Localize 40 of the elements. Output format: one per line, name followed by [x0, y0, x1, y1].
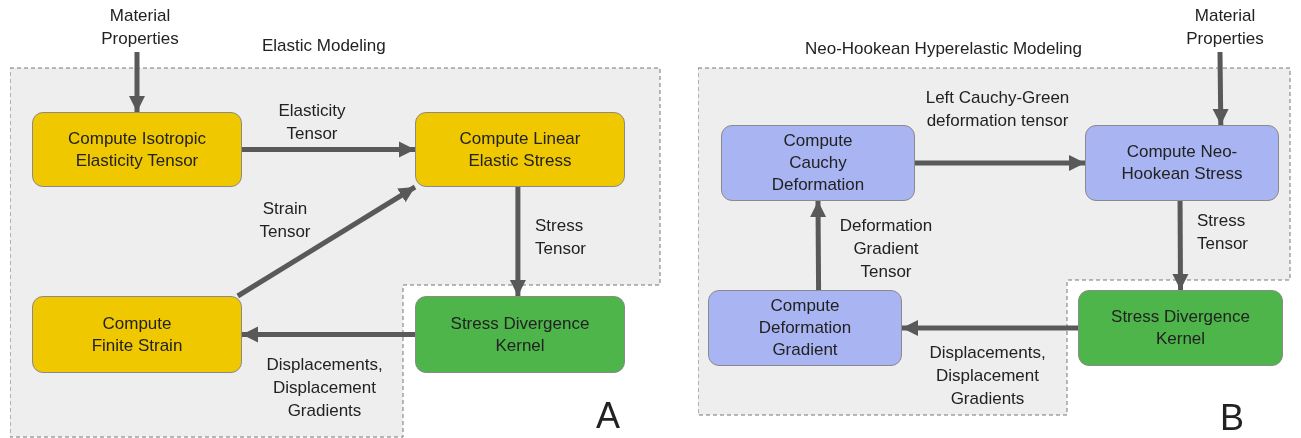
input-label: Material Properties — [1175, 4, 1275, 52]
region-title: Elastic Modeling — [262, 35, 386, 57]
process-box — [1085, 125, 1279, 201]
process-box — [721, 125, 915, 201]
box-label: Stress Divergence Kernel — [449, 312, 591, 357]
edge-label: Stress Tensor — [535, 215, 588, 260]
process-box — [32, 296, 242, 373]
box-label: Compute Neo-Hookean Stress — [1120, 141, 1244, 185]
box-label: Stress Divergence Kernel — [1110, 306, 1251, 350]
process-box — [708, 290, 902, 366]
arrow — [1212, 51, 1229, 126]
edge-label: Displacements, Displacement Gradients — [265, 354, 384, 422]
arrow — [242, 326, 415, 343]
arrow — [915, 155, 1085, 171]
process-box — [415, 112, 625, 187]
arrow — [236, 184, 417, 299]
process-box — [415, 296, 625, 373]
edge-label: Displacements, Displacement Gradients — [928, 342, 1047, 410]
input-label: Material Properties — [90, 4, 190, 52]
region-title: Neo-Hookean Hyperelastic Modeling — [805, 38, 1082, 60]
process-box — [32, 112, 242, 187]
edge-label: Deformation Gradient Tensor — [838, 215, 934, 283]
arrow — [129, 52, 145, 112]
panel-letter: B — [1220, 398, 1244, 438]
edge-label: Strain Tensor — [258, 198, 312, 243]
arrow — [1172, 201, 1189, 290]
box-label: Compute Deformation Gradient — [757, 295, 853, 361]
box-label: Compute Cauchy Deformation — [770, 130, 866, 196]
box-label: Compute Linear Elastic Stress — [458, 127, 582, 172]
arrow — [242, 141, 415, 158]
edge-label: Left Cauchy-Green deformation tensor — [924, 87, 1071, 132]
panel-letter: A — [596, 396, 620, 436]
edge-label: Stress Tensor — [1197, 210, 1250, 255]
arrow — [902, 320, 1078, 336]
arrow — [810, 201, 827, 290]
edge-label: Elasticity Tensor — [277, 100, 347, 145]
box-label: Compute Isotropic Elasticity Tensor — [67, 127, 207, 172]
box-label: Compute Finite Strain — [90, 312, 184, 357]
arrow — [509, 187, 526, 296]
process-box — [1078, 290, 1283, 366]
